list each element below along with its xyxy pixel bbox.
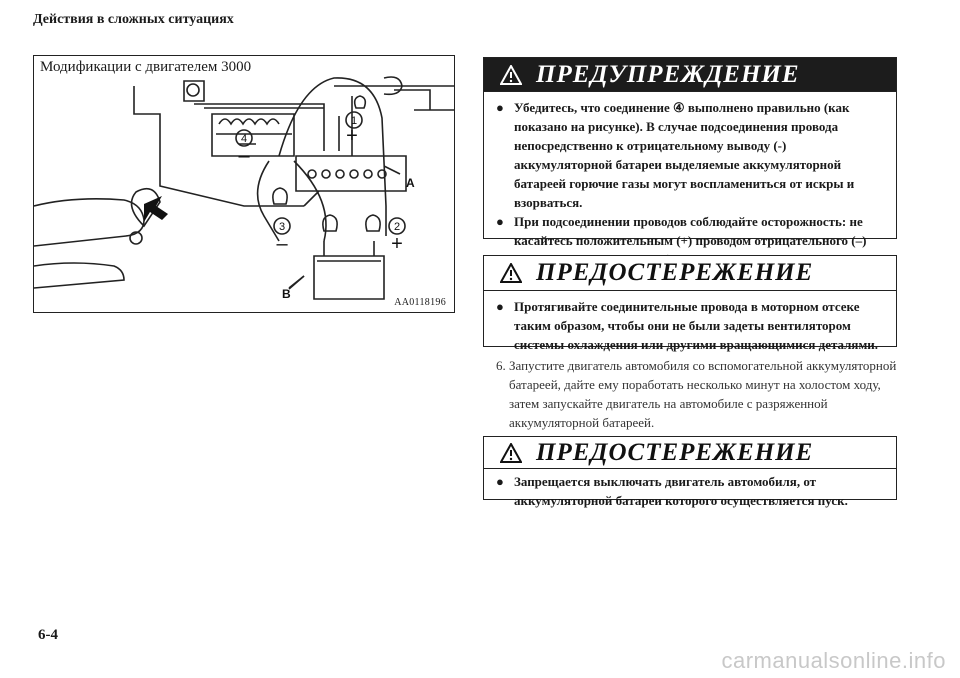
- warning-triangle-icon: [500, 64, 522, 85]
- label-n4: 4: [241, 133, 247, 145]
- watermark: carmanualsonline.info: [721, 648, 946, 673]
- step-number: 6.: [496, 358, 506, 373]
- label-n3: 3: [279, 221, 285, 233]
- caution-header-1: ПРЕДОСТЕРЕЖЕНИЕ: [484, 256, 896, 291]
- bullet-icon: ●: [496, 100, 504, 115]
- step-text: Запустите двигатель автомобиля со вспомо…: [509, 358, 897, 430]
- list-item: ● Запрещается выключать двигатель автомо…: [496, 472, 886, 510]
- warning-title: ПРЕДУПРЕЖДЕНИЕ: [536, 60, 800, 88]
- label-a: A: [406, 176, 415, 190]
- caution-title-1: ПРЕДОСТЕРЕЖЕНИЕ: [536, 259, 814, 286]
- caution-body-1: ● Протягивайте соединительные провода в …: [484, 291, 896, 358]
- label-plus-bottom: +: [391, 233, 403, 255]
- jump-start-diagram: 4 1 3 2 + – – + A B: [34, 76, 454, 301]
- page-number: 6-4: [38, 627, 58, 643]
- bullet-icon: ●: [496, 474, 504, 489]
- label-n1: 1: [351, 115, 357, 127]
- figure-code: AA0118196: [394, 297, 446, 308]
- label-minus-bottom: –: [276, 233, 288, 255]
- figure-title: Модификации с двигателем 3000: [40, 59, 252, 75]
- caution-title-2: ПРЕДОСТЕРЕЖЕНИЕ: [536, 438, 814, 466]
- caution-box-2: ПРЕДОСТЕРЕЖЕНИЕ ● Запрещается выключать …: [483, 436, 897, 508]
- caution-header-2: ПРЕДОСТЕРЕЖЕНИЕ: [484, 437, 896, 469]
- label-minus-left: –: [238, 145, 250, 167]
- caution-1-item-1: Протягивайте соединительные провода в мо…: [514, 299, 879, 352]
- warning-triangle-icon: [500, 263, 522, 283]
- arrow-indicator-icon: [144, 196, 168, 222]
- label-b: B: [282, 287, 291, 301]
- section-title: Действия в сложных ситуациях: [33, 12, 234, 27]
- warning-item-1: Убедитесь, что соединение ④ выполнено пр…: [514, 100, 855, 210]
- warning-triangle-icon: [500, 442, 522, 463]
- caution-body-2: ● Запрещается выключать двигатель автомо…: [484, 469, 896, 514]
- list-item: ● Убедитесь, что соединение ④ выполнено …: [496, 98, 886, 212]
- warning-header: ПРЕДУПРЕЖДЕНИЕ: [484, 58, 896, 92]
- engine-figure: 4 1 3 2 + – – + A B Модификации с двигат…: [33, 55, 455, 313]
- bullet-icon: ●: [496, 214, 504, 229]
- bullet-icon: ●: [496, 299, 504, 314]
- caution-box-1: ПРЕДОСТЕРЕЖЕНИЕ ● Протягивайте соедините…: [483, 255, 897, 352]
- step-paragraph: 6. Запустите двигатель автомобиля со всп…: [496, 356, 899, 432]
- warning-box: ПРЕДУПРЕЖДЕНИЕ ● Убедитесь, что соединен…: [483, 57, 897, 286]
- label-plus-top: +: [346, 125, 358, 147]
- list-item: ● Протягивайте соединительные провода в …: [496, 297, 886, 354]
- label-n2: 2: [394, 221, 400, 233]
- caution-2-item-1: Запрещается выключать двигатель автомоби…: [514, 474, 848, 508]
